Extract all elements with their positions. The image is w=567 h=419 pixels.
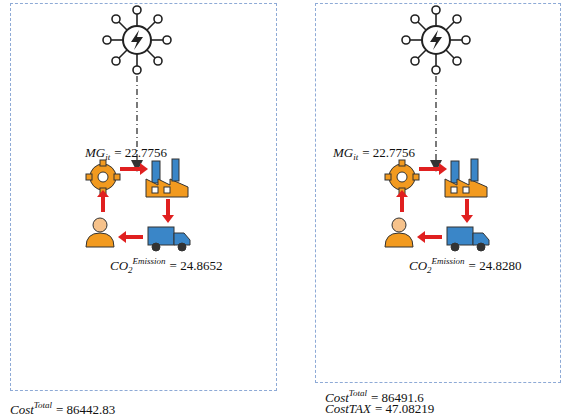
- mg-value: = 22.7756: [114, 145, 167, 160]
- formula-line: MGit = 22.7756: [333, 145, 415, 165]
- cost-label: Cost: [10, 402, 34, 417]
- tax-label: CostTAX: [325, 401, 371, 416]
- formula-line: CostTAX = 47.08219: [325, 401, 434, 417]
- superscript: Total: [349, 388, 367, 398]
- formula-line: MGit = 22.7756: [85, 145, 167, 165]
- subscript: it: [353, 152, 358, 162]
- subscript: it: [105, 152, 110, 162]
- formula-line: CO2Emission = 24.8280: [409, 253, 521, 278]
- co2-label: CO: [110, 258, 128, 273]
- dashed-panel: [10, 3, 277, 391]
- superscript: Total: [34, 400, 52, 410]
- tax-value: = 47.08219: [375, 401, 434, 416]
- formula-line: CostTotal = 86442.83: [10, 397, 115, 418]
- cost-value: = 86442.83: [56, 402, 115, 417]
- subscript: 2: [128, 265, 133, 275]
- mg-label: MG: [333, 145, 353, 160]
- co2-value: = 24.8280: [469, 258, 522, 273]
- co2-value: = 24.8652: [170, 258, 223, 273]
- co2-label: CO: [409, 258, 427, 273]
- formula-line: CO2Emission = 24.8652: [110, 253, 222, 278]
- mg-value: = 22.7756: [362, 145, 415, 160]
- superscript: Emission: [133, 256, 166, 266]
- subscript: 2: [427, 265, 432, 275]
- mg-label: MG: [85, 145, 105, 160]
- dashed-panel: [315, 3, 561, 383]
- superscript: Emission: [432, 256, 465, 266]
